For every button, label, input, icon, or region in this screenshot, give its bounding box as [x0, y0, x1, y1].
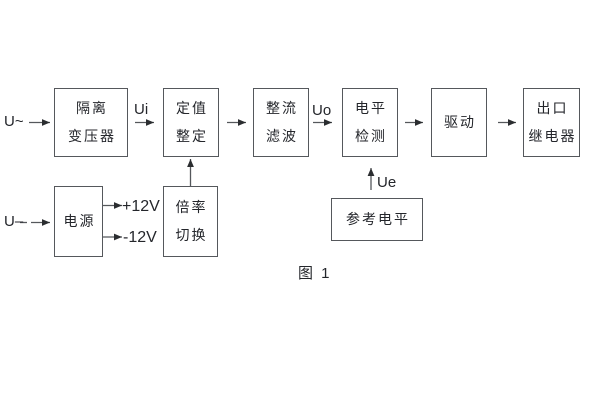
block-label: 隔离 — [76, 100, 108, 116]
block-label: 参考电平 — [346, 211, 410, 227]
block-label: 整流 — [266, 100, 298, 116]
block-power-supply: 电源 — [54, 186, 103, 257]
block-label: 定值 — [176, 100, 208, 116]
block-label: 电源 — [63, 213, 96, 229]
block-label: 电平 — [355, 100, 387, 116]
block-label: 倍率 — [175, 199, 208, 215]
signal-label-uo: Uo — [312, 102, 332, 119]
signal-label-ui: Ui — [134, 101, 149, 118]
block-output-relay: 出口 继电器 — [523, 88, 580, 157]
block-label: 继电器 — [528, 128, 577, 144]
block-rectify-filter: 整流 滤波 — [253, 88, 309, 157]
block-label: 出口 — [536, 100, 569, 116]
block-label: 滤波 — [266, 128, 298, 144]
block-ratio-switch: 倍率 切换 — [163, 186, 218, 257]
block-label: 整定 — [176, 128, 208, 144]
block-drive: 驱动 — [431, 88, 487, 157]
block-label: 切换 — [175, 227, 208, 243]
figure-caption: 图 1 — [298, 265, 332, 282]
input-label-dc: U– — [4, 213, 24, 230]
block-label: 变压器 — [68, 128, 116, 144]
block-label: 驱动 — [444, 114, 476, 130]
block-label: 检测 — [355, 128, 387, 144]
block-isolation-transformer: 隔离 变压器 — [54, 88, 128, 157]
signal-label-ue: Ue — [377, 174, 397, 191]
rail-label-minus12v: -12V — [123, 229, 157, 246]
block-value-setting: 定值 整定 — [163, 88, 219, 157]
block-reference-level: 参考电平 — [331, 198, 423, 241]
rail-label-plus12v: +12V — [122, 198, 160, 215]
block-level-detect: 电平 检测 — [342, 88, 398, 157]
input-label-ac: U~ — [4, 113, 24, 130]
